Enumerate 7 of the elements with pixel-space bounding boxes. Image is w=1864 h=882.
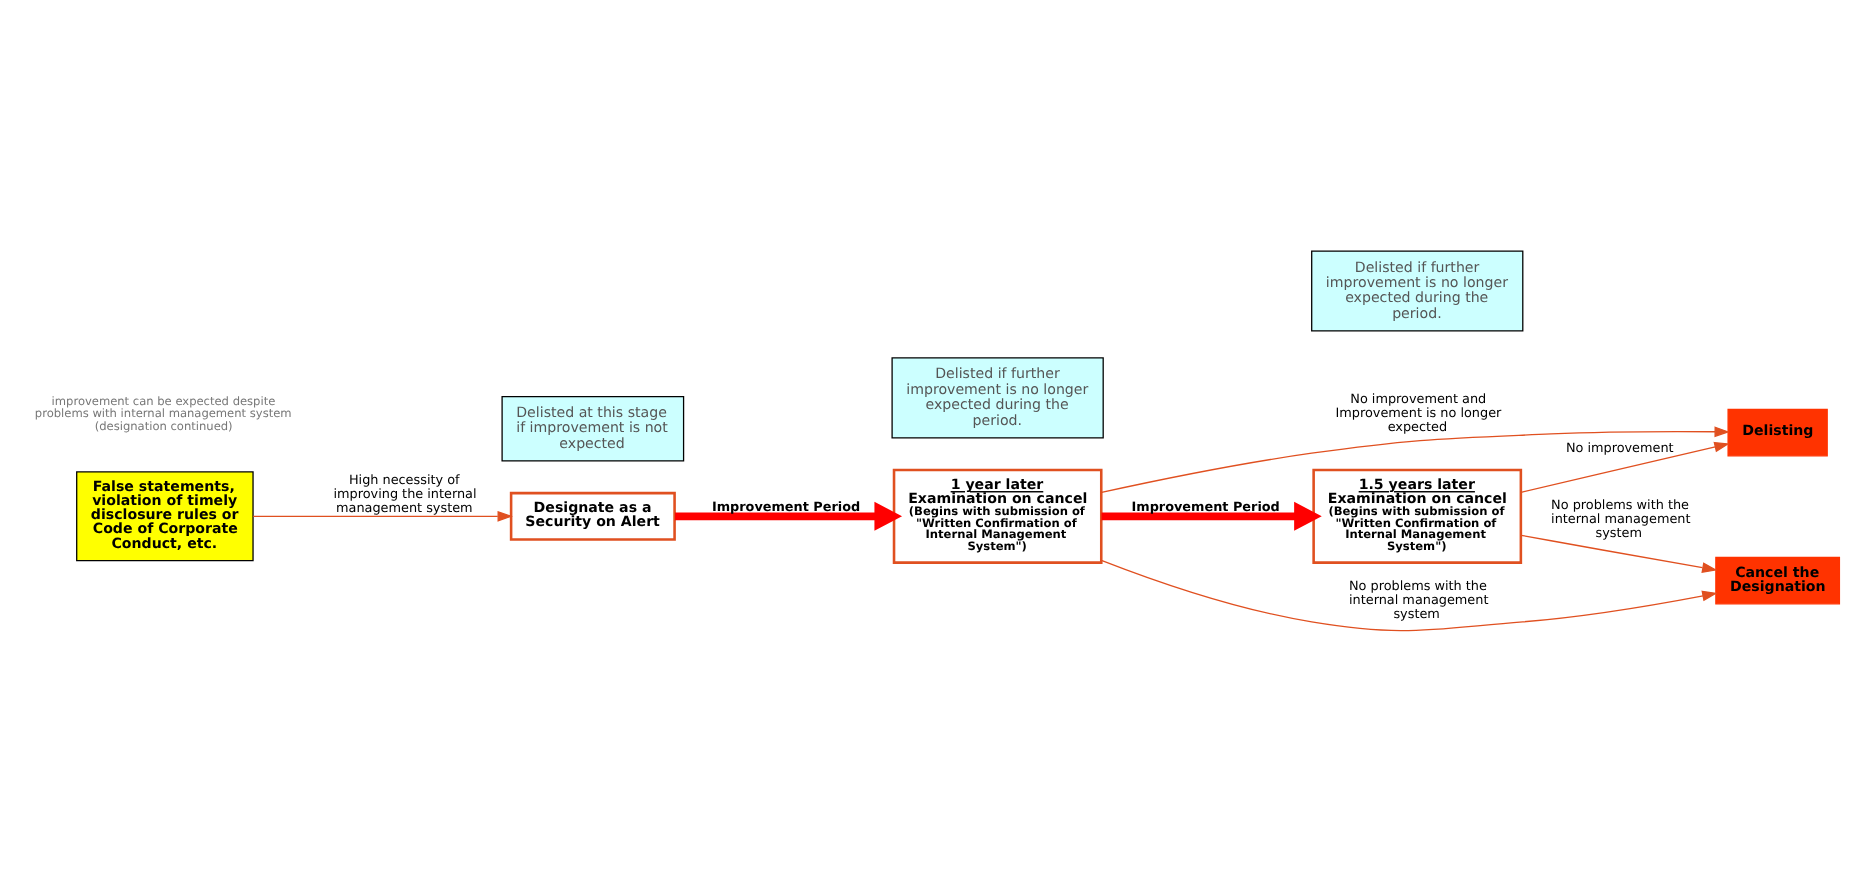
arrow	[1100, 426, 1730, 494]
arrow	[1520, 441, 1730, 493]
arrow	[1520, 534, 1718, 573]
arrow	[1100, 559, 1718, 632]
arrow	[252, 510, 513, 522]
arrow	[675, 501, 903, 531]
arrow	[1101, 501, 1322, 531]
